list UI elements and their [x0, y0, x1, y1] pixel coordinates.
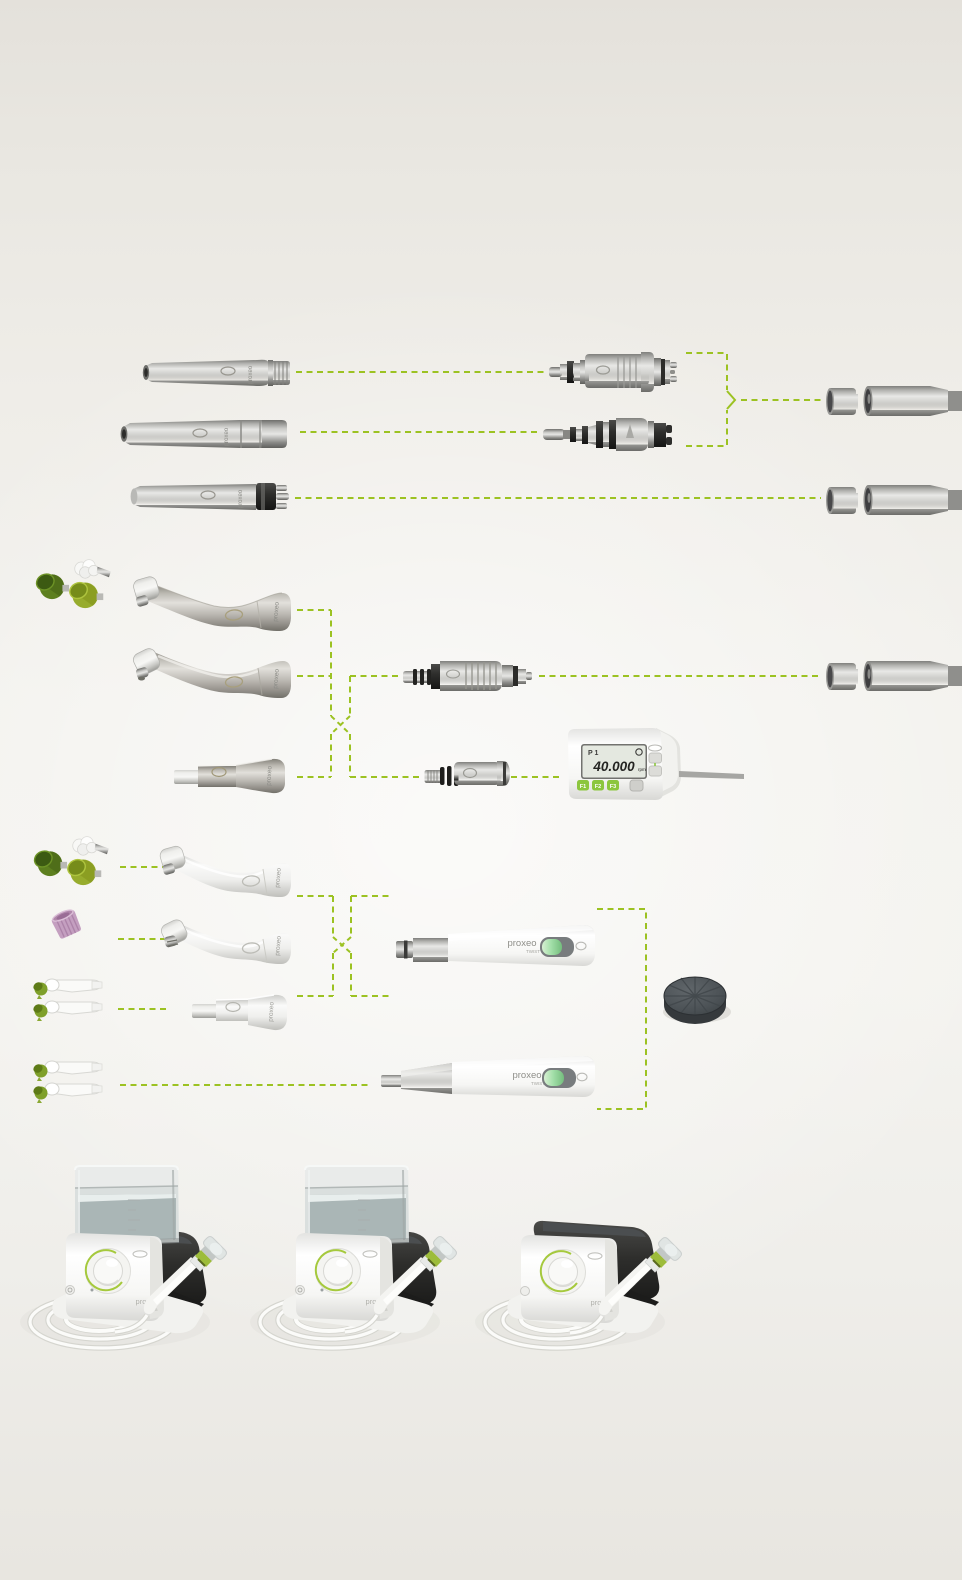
svg-text:P 1: P 1 [588, 750, 598, 757]
svg-text:proxeo: proxeo [265, 765, 273, 786]
svg-text:TWIST: TWIST [531, 1081, 545, 1086]
svg-text:proxeo: proxeo [272, 601, 281, 622]
svg-text:proxeo: proxeo [248, 365, 254, 384]
svg-text:proxeo: proxeo [274, 935, 283, 956]
svg-text:TWIST: TWIST [526, 949, 540, 954]
svg-text:proxeo: proxeo [272, 668, 281, 689]
svg-text:F2: F2 [595, 784, 601, 790]
svg-text:F1: F1 [580, 784, 586, 790]
svg-text:proxeo: proxeo [512, 1070, 541, 1081]
svg-text:proxeo: proxeo [274, 867, 283, 888]
svg-text:proxeo: proxeo [267, 1001, 275, 1022]
svg-text:proxeo: proxeo [238, 489, 244, 508]
svg-text:proxeo: proxeo [507, 938, 536, 949]
svg-text:40.000: 40.000 [592, 759, 635, 774]
svg-text:proxeo: proxeo [224, 427, 230, 446]
svg-text:F3: F3 [610, 784, 616, 790]
svg-text:rpm: rpm [638, 767, 646, 772]
